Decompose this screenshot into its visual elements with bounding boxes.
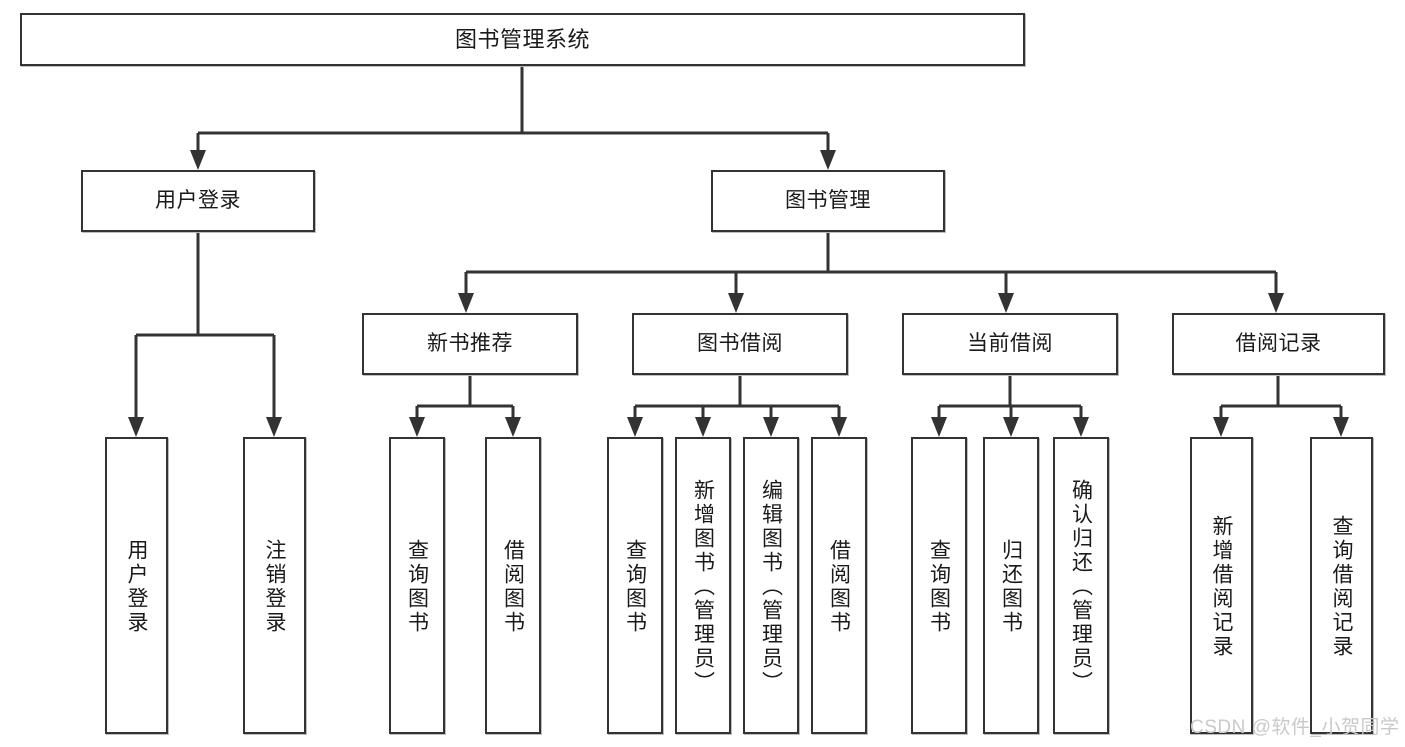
node-new-book-rec[interactable]: 新书推荐 [362, 313, 578, 375]
node-user-login[interactable]: 用户登录 [81, 170, 315, 232]
node-label-user-login: 用户登录 [155, 188, 241, 212]
node-label-leaf-logout: 注销登录 [263, 538, 286, 635]
node-leaf-cb-return[interactable]: 归还图书 [983, 437, 1039, 734]
node-label-leaf-bb-add: 新增图书（管理员） [691, 478, 715, 695]
node-leaf-cb-query[interactable]: 查询图书 [911, 437, 967, 734]
node-leaf-bb-add[interactable]: 新增图书（管理员） [675, 437, 731, 734]
node-book-borrow[interactable]: 图书借阅 [632, 313, 848, 375]
node-label-book-manage: 图书管理 [785, 188, 871, 212]
node-leaf-br-add[interactable]: 新增借阅记录 [1190, 437, 1253, 734]
node-leaf-logout[interactable]: 注销登录 [243, 437, 306, 734]
node-label-leaf-rec-query: 查询图书 [405, 538, 429, 635]
node-root[interactable]: 图书管理系统 [20, 13, 1025, 66]
node-label-leaf-user-login: 用户登录 [125, 538, 148, 635]
node-label-leaf-rec-borrow: 借阅图书 [501, 538, 525, 635]
node-label-current-borrow: 当前借阅 [967, 331, 1053, 355]
node-label-leaf-br-query: 查询借阅记录 [1330, 514, 1353, 659]
node-leaf-rec-borrow[interactable]: 借阅图书 [485, 437, 541, 734]
node-label-book-borrow: 图书借阅 [697, 331, 783, 355]
node-current-borrow[interactable]: 当前借阅 [902, 313, 1118, 375]
node-label-leaf-bb-query: 查询图书 [623, 538, 647, 635]
csdn-watermark: CSDN @软件_小贺同学 [1190, 717, 1400, 738]
node-leaf-bb-query[interactable]: 查询图书 [607, 437, 663, 734]
node-book-manage[interactable]: 图书管理 [711, 170, 945, 232]
node-leaf-cb-confirm[interactable]: 确认归还（管理员） [1053, 437, 1109, 734]
node-leaf-user-login[interactable]: 用户登录 [105, 437, 168, 734]
node-leaf-br-query[interactable]: 查询借阅记录 [1310, 437, 1373, 734]
node-label-leaf-cb-confirm: 确认归还（管理员） [1069, 478, 1093, 695]
node-label-leaf-cb-return: 归还图书 [999, 538, 1023, 635]
node-label-leaf-bb-borrow: 借阅图书 [827, 538, 851, 635]
node-leaf-bb-edit[interactable]: 编辑图书（管理员） [743, 437, 799, 734]
node-leaf-rec-query[interactable]: 查询图书 [389, 437, 445, 734]
node-leaf-bb-borrow[interactable]: 借阅图书 [811, 437, 867, 734]
node-label-leaf-cb-query: 查询图书 [927, 538, 951, 635]
node-label-borrow-record: 借阅记录 [1235, 331, 1322, 355]
node-label-leaf-bb-edit: 编辑图书（管理员） [759, 478, 783, 695]
node-label-root: 图书管理系统 [454, 26, 590, 52]
node-label-leaf-br-add: 新增借阅记录 [1210, 514, 1233, 659]
node-label-new-book-rec: 新书推荐 [427, 331, 513, 355]
node-borrow-record[interactable]: 借阅记录 [1172, 313, 1385, 375]
